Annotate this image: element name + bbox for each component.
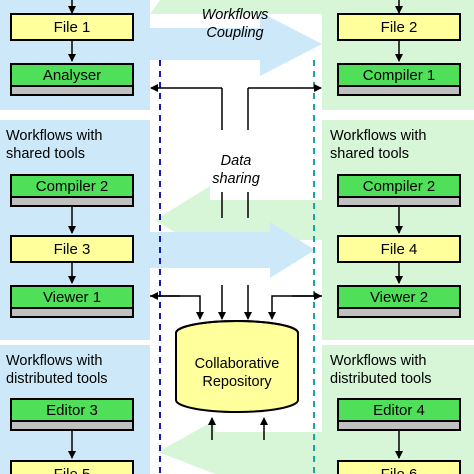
coupling-arrow-right-top [150, 12, 322, 76]
editor-4-tool[interactable]: Editor 4 [337, 398, 461, 422]
left-distributed-tools-heading: Workflows with distributed tools [6, 353, 108, 387]
file-6-box[interactable]: File 6 [337, 460, 461, 474]
analyser-tool[interactable]: Analyser [10, 63, 134, 87]
repo-arrow-from-viewer1 [150, 295, 204, 320]
analyser-tool-bar [10, 87, 134, 96]
right-shared-tools-heading: Workflows with shared tools [330, 128, 427, 162]
compiler-2-tool-right[interactable]: Compiler 2 [337, 174, 461, 198]
viewer-2-tool-bar [337, 309, 461, 318]
coupling-arrow-left-top [150, 0, 322, 14]
editor-4-tool-bar [337, 422, 461, 431]
file-2-box[interactable]: File 2 [337, 13, 461, 41]
repository-cylinder-top [175, 320, 299, 334]
compiler-2-tool-left-bar [10, 198, 134, 207]
compiler-2-tool-left[interactable]: Compiler 2 [10, 174, 134, 198]
right-distributed-tools-heading: Workflows with distributed tools [330, 353, 432, 387]
sharing-label: Data sharing [212, 153, 260, 187]
compiler-1-tool[interactable]: Compiler 1 [337, 63, 461, 87]
file-4-box[interactable]: File 4 [337, 235, 461, 263]
compiler-2-tool-right-bar [337, 198, 461, 207]
editor-3-tool-bar [10, 422, 134, 431]
compiler-1-tool-bar [337, 87, 461, 96]
file-3-box[interactable]: File 3 [10, 235, 134, 263]
editor-3-tool[interactable]: Editor 3 [10, 398, 134, 422]
viewer-1-tool[interactable]: Viewer 1 [10, 285, 134, 309]
left-shared-tools-heading: Workflows with shared tools [6, 128, 103, 162]
viewer-2-tool[interactable]: Viewer 2 [337, 285, 461, 309]
coupling-arrow-left-bottom [158, 420, 322, 474]
repository-label[interactable]: Collaborative Repository [194, 356, 280, 390]
file-1-box[interactable]: File 1 [10, 13, 134, 41]
coupling-label: Workflows Coupling [201, 7, 269, 41]
file-5-box[interactable]: File 5 [10, 460, 134, 474]
viewer-1-tool-bar [10, 309, 134, 318]
coupling-arrow-right-middle [150, 222, 315, 278]
